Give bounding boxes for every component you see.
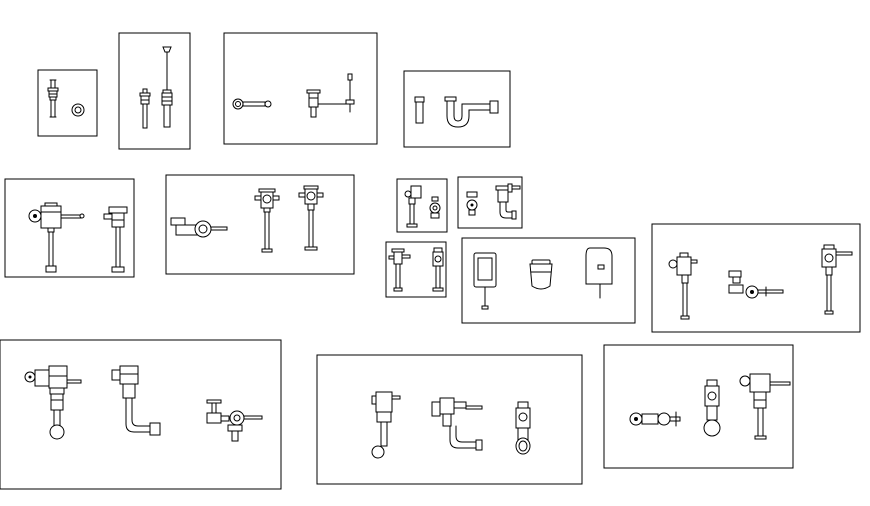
flush-valve-bulb-center-icon [371, 391, 401, 459]
panel-urinal-valve-small [396, 178, 448, 233]
flush-valve-offset-icon [111, 365, 161, 436]
panel-p-trap [403, 70, 511, 148]
lift-rod-drain-icon [161, 46, 173, 128]
urinal-valve-plan-icon [429, 196, 441, 219]
panel-flush-valve-group-right [603, 344, 794, 469]
flush-valve-tall-icon [254, 188, 280, 253]
panel-flush-valve-group-center [316, 354, 583, 485]
flush-valve-tall-right-icon [821, 244, 853, 315]
drain-plan-with-linkage-icon [232, 98, 272, 110]
urinal-valve-right-icon [432, 247, 444, 292]
panel-flush-valve-group-left [0, 339, 282, 490]
flush-valve-assembly-icon [206, 399, 263, 442]
flush-valve-bulb-icon [24, 365, 82, 440]
flush-valve-center-sensor-icon [515, 401, 531, 455]
panel-flush-valve-set [165, 174, 355, 275]
flush-valve-front-icon [28, 202, 85, 273]
flush-valve-tall-side-icon [298, 185, 324, 251]
flush-valve-plan-icon [170, 217, 228, 238]
panel-flush-valve-trio-right [651, 223, 861, 333]
panel-drain-with-lift-rod [118, 32, 191, 150]
urinal-valve-left-icon [388, 248, 411, 292]
flush-valve-plan-lower-icon [629, 411, 681, 427]
drain-plan-icon [71, 103, 85, 117]
flush-valve-plan-right-icon [728, 270, 784, 299]
pop-up-assembly-side-icon [306, 73, 355, 118]
flush-valve-side-icon [103, 206, 128, 273]
sensor-box-front-icon [473, 252, 497, 310]
flush-valve-bulb-right-icon [703, 379, 721, 437]
urinal-valve-elbow-icon [495, 183, 521, 220]
panel-sensor-units [461, 237, 636, 324]
p-trap-icon [444, 96, 499, 128]
panel-urinal-valve-elbow [457, 176, 523, 229]
sensor-housing-side-icon [585, 247, 613, 299]
flush-valve-tall-lower-icon [739, 373, 791, 440]
panel-pop-up-drain [37, 69, 98, 137]
panel-pop-up-assembly [223, 32, 378, 145]
sensor-cap-icon [529, 259, 553, 290]
urinal-valve-plan-small-icon [466, 191, 478, 216]
pop-up-drain-side-icon [47, 79, 59, 118]
panel-flush-valve-pair [4, 178, 135, 278]
flush-valve-center-elbow-icon [431, 397, 483, 451]
urinal-valve-icon [404, 185, 422, 228]
panel-urinal-valve-pair [385, 241, 447, 298]
flush-valve-closet-icon [668, 252, 698, 320]
drain-body-icon [139, 88, 151, 129]
tailpiece-icon [414, 96, 425, 124]
